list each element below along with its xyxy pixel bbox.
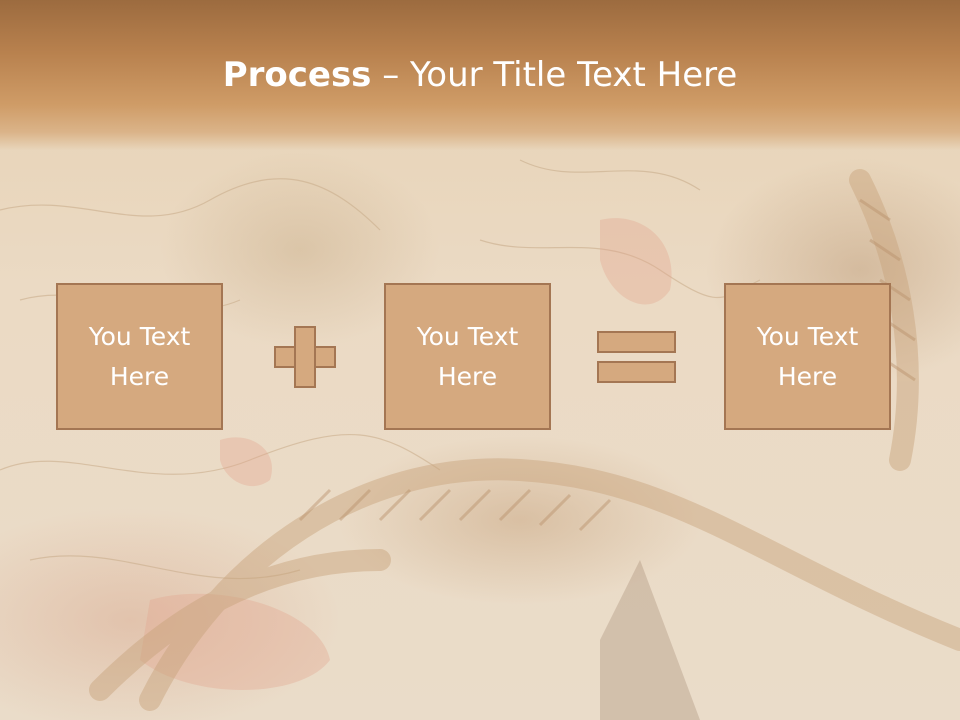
text-box-2[interactable]: You Text Here xyxy=(384,283,551,430)
slide-title-rest: – Your Title Text Here xyxy=(371,55,738,95)
text-box-1-label: You Text Here xyxy=(70,317,210,397)
text-box-2-line2: Here xyxy=(437,361,498,391)
text-box-3-line2: Here xyxy=(777,361,838,391)
text-box-1[interactable]: You Text Here xyxy=(56,283,223,430)
text-box-1-line1: You Text xyxy=(88,321,191,351)
title-band xyxy=(0,0,960,150)
equals-icon-top-bar xyxy=(597,331,676,353)
text-box-2-line1: You Text xyxy=(416,321,519,351)
slide-title[interactable]: Process – Your Title Text Here xyxy=(0,52,960,98)
text-box-2-label: You Text Here xyxy=(398,317,538,397)
equals-icon-bottom-bar xyxy=(597,361,676,383)
plus-icon-center xyxy=(296,348,314,366)
plus-icon xyxy=(274,326,336,388)
text-box-3-line1: You Text xyxy=(756,321,859,351)
text-box-3-label: You Text Here xyxy=(738,317,878,397)
text-box-1-line2: Here xyxy=(109,361,170,391)
slide-title-bold: Process xyxy=(222,55,372,95)
text-box-3[interactable]: You Text Here xyxy=(724,283,891,430)
